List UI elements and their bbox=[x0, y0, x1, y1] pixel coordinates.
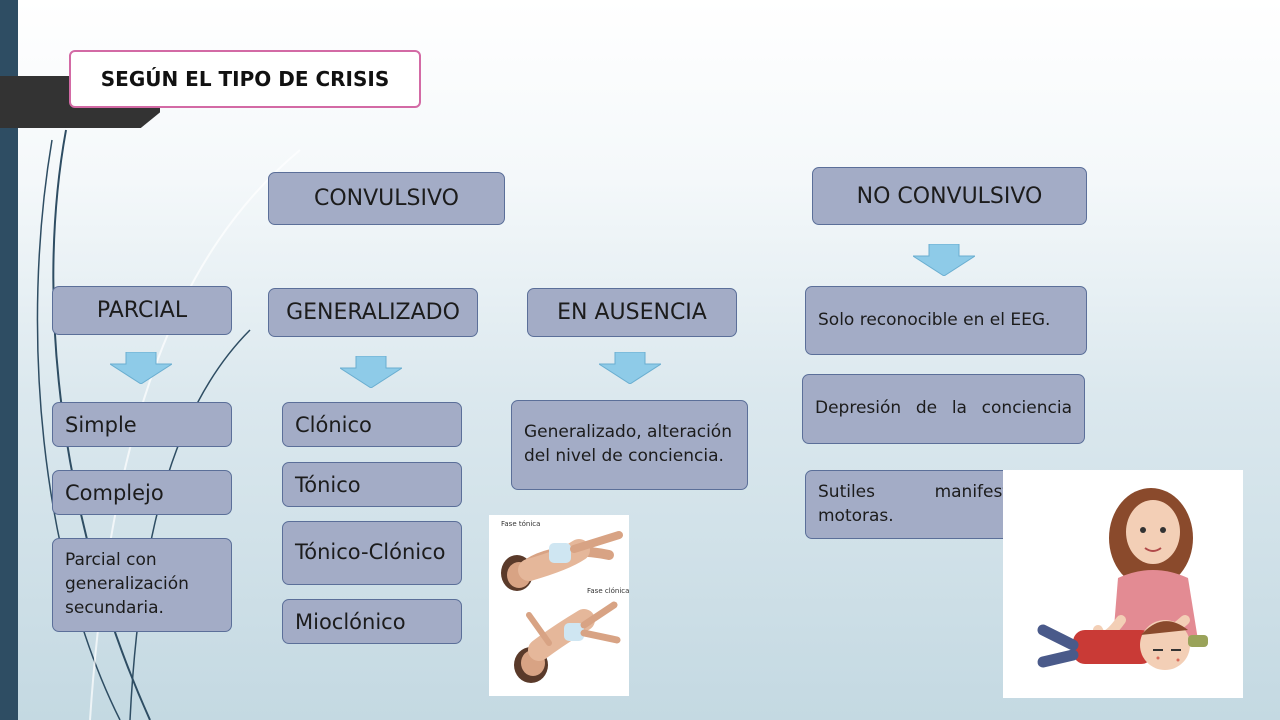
generalizado-item: Tónico bbox=[282, 462, 462, 507]
generalizado-item: Mioclónico bbox=[282, 599, 462, 644]
down-arrow-icon bbox=[913, 244, 975, 276]
parcial-item: Complejo bbox=[52, 470, 232, 515]
parcial-item: Parcial con generalización secundaria. bbox=[52, 538, 232, 632]
generalizado-item: Tónico-Clónico bbox=[282, 521, 462, 585]
ausencia-description: Generalizado, alteración del nivel de co… bbox=[511, 400, 748, 490]
generalizado-item: Clónico bbox=[282, 402, 462, 447]
down-arrow-icon bbox=[340, 356, 402, 388]
en-ausencia-node: EN AUSENCIA bbox=[527, 288, 737, 337]
parcial-node: PARCIAL bbox=[52, 286, 232, 335]
no-convulsivo-item: Depresión de la conciencia bbox=[802, 374, 1085, 444]
parcial-item: Simple bbox=[52, 402, 232, 447]
fase-clonica-label: Fase clónica bbox=[587, 587, 629, 595]
no-convulsivo-item-text: Depresión de la conciencia bbox=[815, 398, 1072, 419]
seizure-phases-photo: Fase tónica Fase clónica bbox=[489, 515, 629, 696]
down-arrow-icon bbox=[110, 352, 172, 384]
no-convulsivo-item: Solo reconocible en el EEG. bbox=[805, 286, 1087, 355]
generalizado-node: GENERALIZADO bbox=[268, 288, 478, 337]
mother-child-illustration bbox=[1003, 470, 1243, 698]
down-arrow-icon bbox=[599, 352, 661, 384]
convulsivo-node: CONVULSIVO bbox=[268, 172, 505, 225]
no-convulsivo-node: NO CONVULSIVO bbox=[812, 167, 1087, 225]
fase-tonica-label: Fase tónica bbox=[501, 520, 540, 528]
page-title: SEGÚN EL TIPO DE CRISIS bbox=[69, 50, 421, 108]
left-accent-bar bbox=[0, 0, 18, 720]
